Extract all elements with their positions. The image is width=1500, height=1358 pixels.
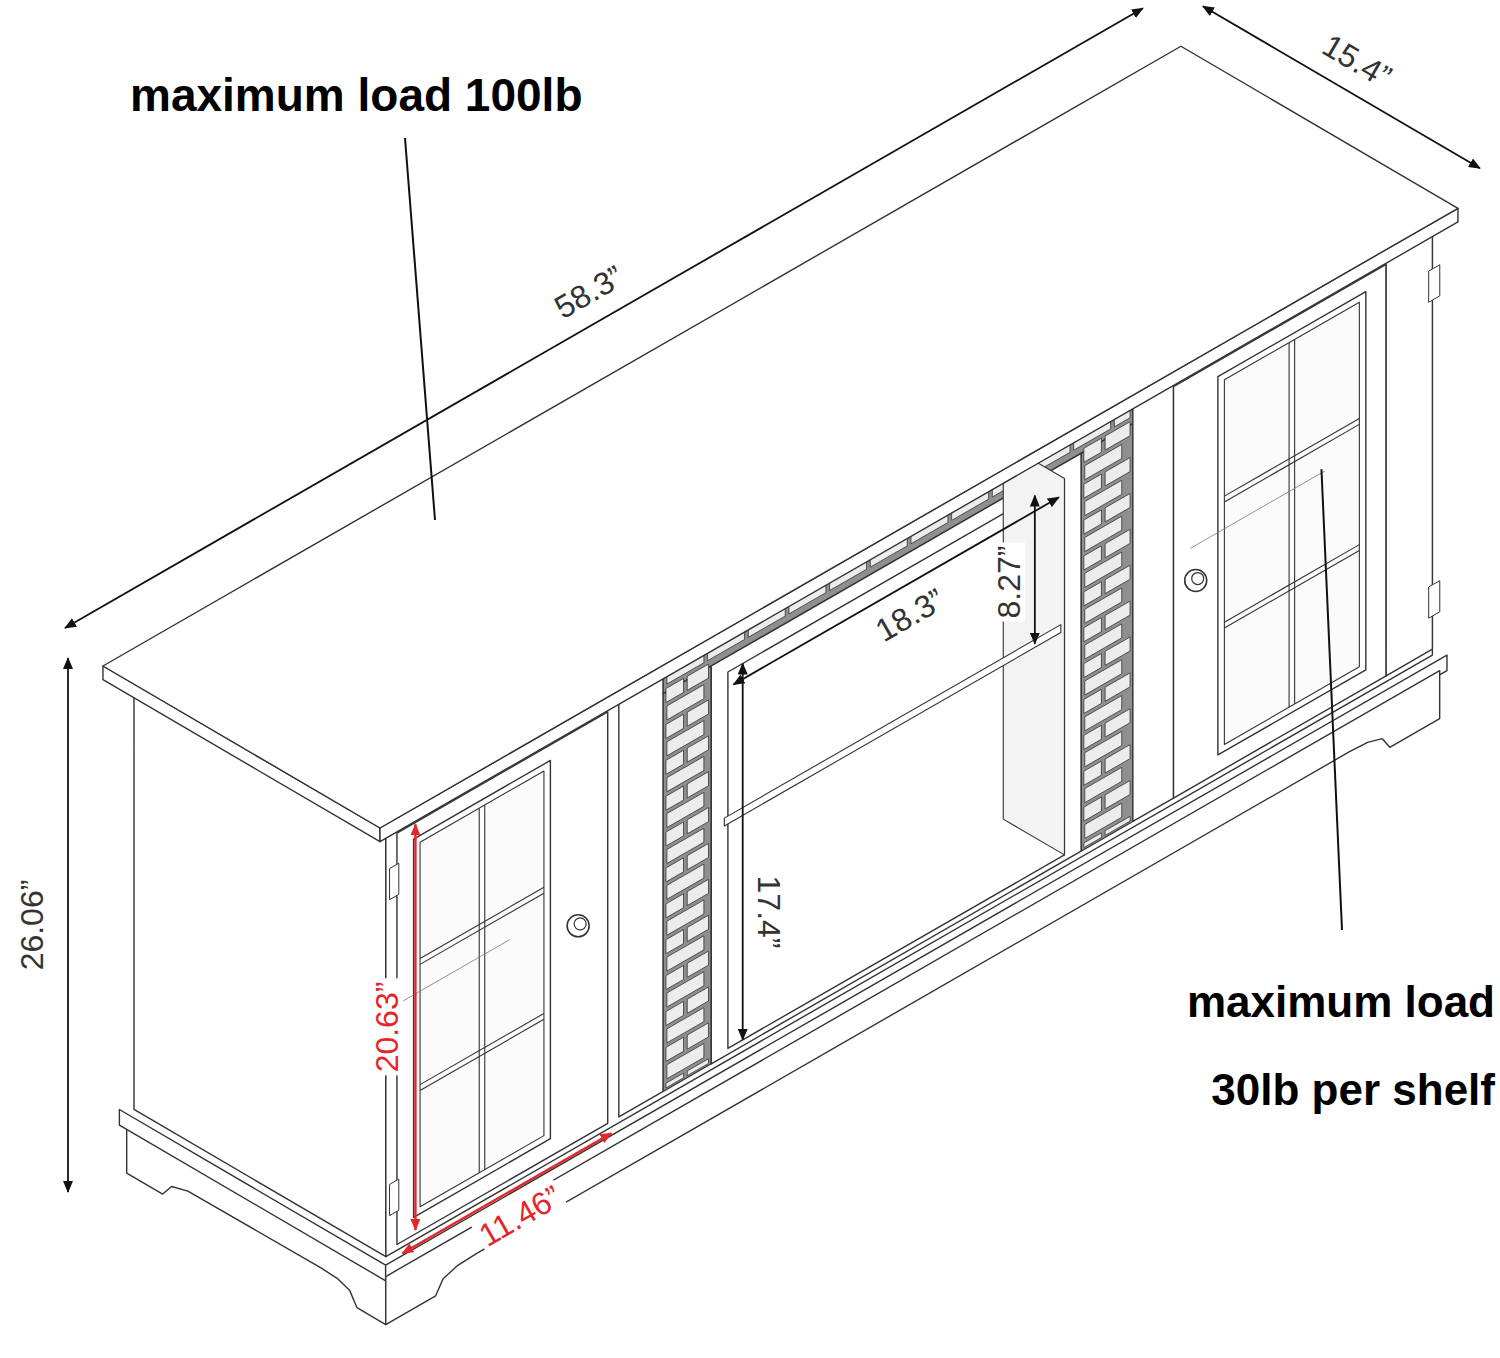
hinge [390, 1179, 399, 1216]
brick [687, 1059, 708, 1076]
door-knob [1192, 573, 1204, 585]
brick [1105, 745, 1130, 773]
leader-line [405, 138, 435, 520]
brick [1105, 637, 1130, 665]
dimension-arrow [733, 497, 1058, 684]
muntin [484, 805, 485, 1170]
brick [1105, 493, 1130, 521]
dimension-arrow [1203, 6, 1480, 168]
brick [1105, 781, 1130, 809]
muntin [420, 893, 544, 964]
leader-line [1321, 469, 1342, 930]
brick [687, 1023, 708, 1049]
hinge [1429, 265, 1440, 303]
dimension-label: 58.3” [547, 259, 631, 326]
glass-frame [414, 760, 551, 1217]
dimension-arrow [65, 8, 1143, 628]
brick [687, 664, 708, 690]
opening-wall [1003, 443, 1064, 855]
dimension-label: 26.06” [16, 877, 48, 974]
muntin [1224, 550, 1359, 628]
brick-mortar [663, 666, 711, 1091]
fireplace-shelf [724, 625, 1061, 826]
brick [687, 772, 708, 798]
dimension-label: 11.46” [471, 1178, 569, 1253]
muntin [420, 1019, 544, 1090]
muntin [420, 887, 544, 958]
brick [687, 700, 708, 726]
brick [687, 736, 708, 762]
top-surface [103, 46, 1458, 828]
dimension-arrow [1034, 496, 1036, 644]
inner-shelf [1190, 471, 1325, 549]
dimension-arrow [742, 664, 744, 1040]
brick [1105, 673, 1130, 701]
pillar [619, 670, 663, 1117]
brick [687, 951, 708, 977]
brick [1105, 529, 1130, 557]
dimension-arrow [67, 658, 69, 1192]
brick [1105, 458, 1130, 486]
brick [666, 1073, 684, 1088]
brick [687, 808, 708, 834]
dimension-label: 20.63” [371, 979, 403, 1076]
muntin [1224, 419, 1359, 497]
muntin [1294, 339, 1295, 704]
tv-stand [103, 46, 1458, 1324]
dimension-arrow [414, 824, 416, 1230]
muntin [1224, 545, 1359, 623]
load-note: maximum load 100lb [130, 72, 583, 118]
brick [687, 879, 708, 905]
muntin [1289, 343, 1290, 708]
muntin [479, 808, 480, 1173]
dimension-label: 8.27” [993, 542, 1025, 621]
pillar [1133, 377, 1174, 822]
door-knob [567, 915, 589, 937]
dimension-label: 17.4” [753, 872, 785, 951]
glass-frame [1218, 292, 1366, 755]
brick [1105, 565, 1130, 593]
brick [1084, 833, 1102, 848]
brick [687, 987, 708, 1013]
inner-shelf [386, 940, 510, 1011]
dimension-arrow [402, 1133, 611, 1253]
glass-pane [420, 771, 544, 1207]
glass-pane [1224, 302, 1359, 744]
door-knob [1185, 570, 1207, 592]
dimension-label: 18.3” [868, 582, 952, 649]
brick [687, 843, 708, 869]
hinge [390, 863, 399, 900]
hinge [1429, 581, 1440, 619]
brick [667, 1043, 704, 1078]
brick [1105, 601, 1130, 629]
brick [1085, 803, 1122, 838]
dimension-label: 15.4” [1314, 28, 1398, 95]
brick [687, 915, 708, 941]
brick [1105, 422, 1130, 450]
muntin [420, 1013, 544, 1084]
stile [1386, 228, 1432, 676]
brick-mortar [1081, 424, 1133, 852]
brick [1105, 709, 1130, 737]
door-knob [574, 918, 586, 930]
load-note: maximum load 30lb per shelf [1125, 958, 1495, 1134]
brick [1105, 816, 1130, 835]
